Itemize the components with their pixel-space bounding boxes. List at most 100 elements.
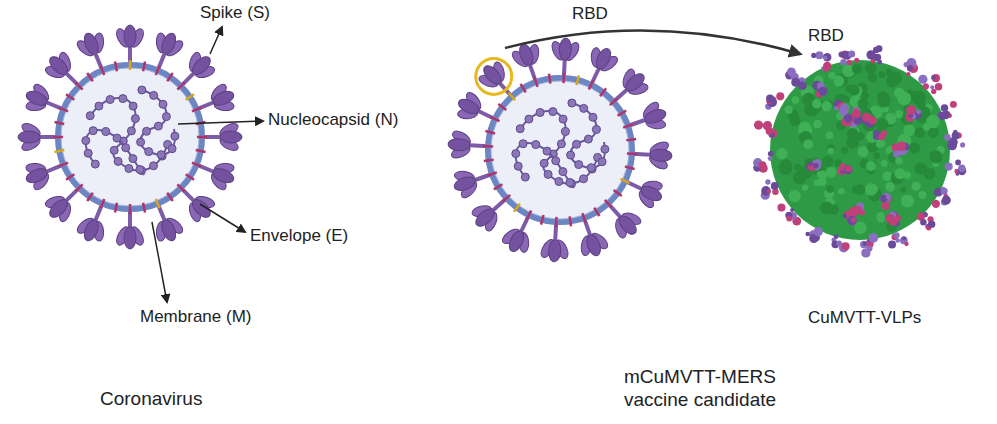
rbd-cluster — [831, 234, 849, 252]
rbd-dot — [813, 163, 819, 169]
rbd-cluster — [944, 130, 965, 151]
rbd-cluster — [905, 105, 921, 122]
rbd-dot — [953, 130, 957, 134]
capsid-texture — [926, 115, 940, 129]
spike-petal — [124, 25, 136, 47]
n-protein — [532, 141, 540, 149]
spike-petal — [650, 149, 673, 162]
capsid-texture — [878, 71, 885, 78]
spike-petal — [82, 31, 102, 56]
rbd-cluster — [866, 45, 882, 64]
rbd-dot — [811, 53, 816, 58]
n-protein — [89, 127, 97, 135]
capsid-texture — [901, 194, 914, 207]
n-protein — [512, 150, 520, 158]
rbd-dot — [894, 232, 900, 238]
membrane-protein — [101, 199, 105, 208]
spike-petal — [448, 138, 471, 151]
rbd-dot — [866, 50, 875, 59]
part-label: RBD — [572, 4, 608, 24]
n-protein — [575, 161, 583, 169]
spike-petal — [220, 131, 242, 143]
n-protein — [127, 127, 135, 135]
membrane-protein — [534, 77, 537, 86]
rbd-cluster — [888, 232, 909, 248]
rbd-cluster — [834, 100, 849, 116]
rbd-dot — [932, 74, 940, 82]
membrane-protein — [549, 74, 550, 84]
n-protein — [84, 149, 92, 157]
rbd-dot — [768, 156, 773, 161]
n-protein — [114, 157, 122, 165]
rbd-dot — [854, 58, 859, 63]
part-label: Nucleocapsid (N) — [268, 110, 398, 130]
membrane-protein — [59, 163, 68, 167]
rbd-dot — [840, 59, 846, 65]
figure-caption: Coronavirus — [100, 388, 202, 411]
rbd-dot — [906, 72, 910, 76]
membrane-protein — [101, 66, 105, 75]
rbd-dot — [931, 89, 936, 94]
rbd-dot — [838, 51, 844, 57]
rbd-cluster — [785, 67, 807, 90]
capsid-texture — [821, 101, 831, 111]
capsid-texture — [881, 160, 888, 167]
n-protein — [136, 166, 144, 174]
rbd-dot — [771, 182, 779, 190]
rbd-dot — [815, 51, 823, 59]
membrane-protein — [143, 203, 145, 213]
coronavirus-figure — [447, 37, 672, 262]
membrane-protein — [177, 184, 184, 191]
membrane-protein — [618, 111, 627, 116]
rbd-dot — [923, 83, 929, 89]
capsid-texture — [827, 148, 834, 155]
membrane-protein — [129, 204, 132, 214]
spike-protein — [447, 128, 489, 162]
n-protein — [521, 173, 529, 181]
n-protein — [598, 158, 606, 166]
membrane-protein — [484, 160, 494, 161]
n-protein — [106, 96, 114, 104]
membrane-protein — [494, 184, 503, 189]
n-protein — [150, 162, 158, 170]
rbd-cluster — [904, 58, 919, 76]
rbd-dot — [896, 150, 902, 156]
capsid-texture — [813, 120, 822, 129]
rna-strand — [518, 111, 598, 184]
rbd-dot — [941, 188, 948, 195]
membrane-protein — [514, 204, 520, 212]
capsid-texture — [914, 127, 925, 138]
capsid-texture — [857, 98, 868, 109]
capsid-texture — [866, 161, 876, 171]
membrane-protein — [594, 208, 599, 217]
n-protein — [552, 157, 560, 165]
rbd-dot — [851, 217, 856, 222]
capsid-texture — [909, 142, 920, 153]
membrane-protein — [76, 184, 83, 191]
rbd-dot — [886, 214, 895, 223]
viral-membrane — [58, 65, 202, 209]
membrane-protein — [623, 124, 632, 127]
rbd-dot — [916, 109, 921, 114]
membrane-protein — [503, 195, 510, 202]
rbd-dot — [920, 219, 926, 225]
n-protein — [143, 127, 151, 135]
rbd-cluster — [761, 179, 779, 199]
figure-caption: mCuMVTT-MERS vaccine candidate — [600, 366, 800, 412]
spike-petal — [211, 89, 236, 109]
spike-petal — [124, 227, 136, 249]
n-protein — [138, 86, 146, 94]
n-protein — [91, 160, 99, 168]
capsid-texture — [838, 188, 845, 195]
membrane-protein — [197, 136, 207, 139]
rbd-dot — [842, 242, 850, 250]
rbd-cluster — [765, 92, 784, 109]
n-protein — [555, 178, 563, 186]
capsid-texture — [833, 76, 844, 87]
rbd-dot — [881, 130, 887, 136]
rbd-dot — [944, 134, 951, 141]
capsid-texture — [826, 185, 834, 193]
membrane-protein — [483, 145, 493, 148]
spike-petal — [506, 229, 526, 254]
n-protein — [561, 128, 569, 136]
